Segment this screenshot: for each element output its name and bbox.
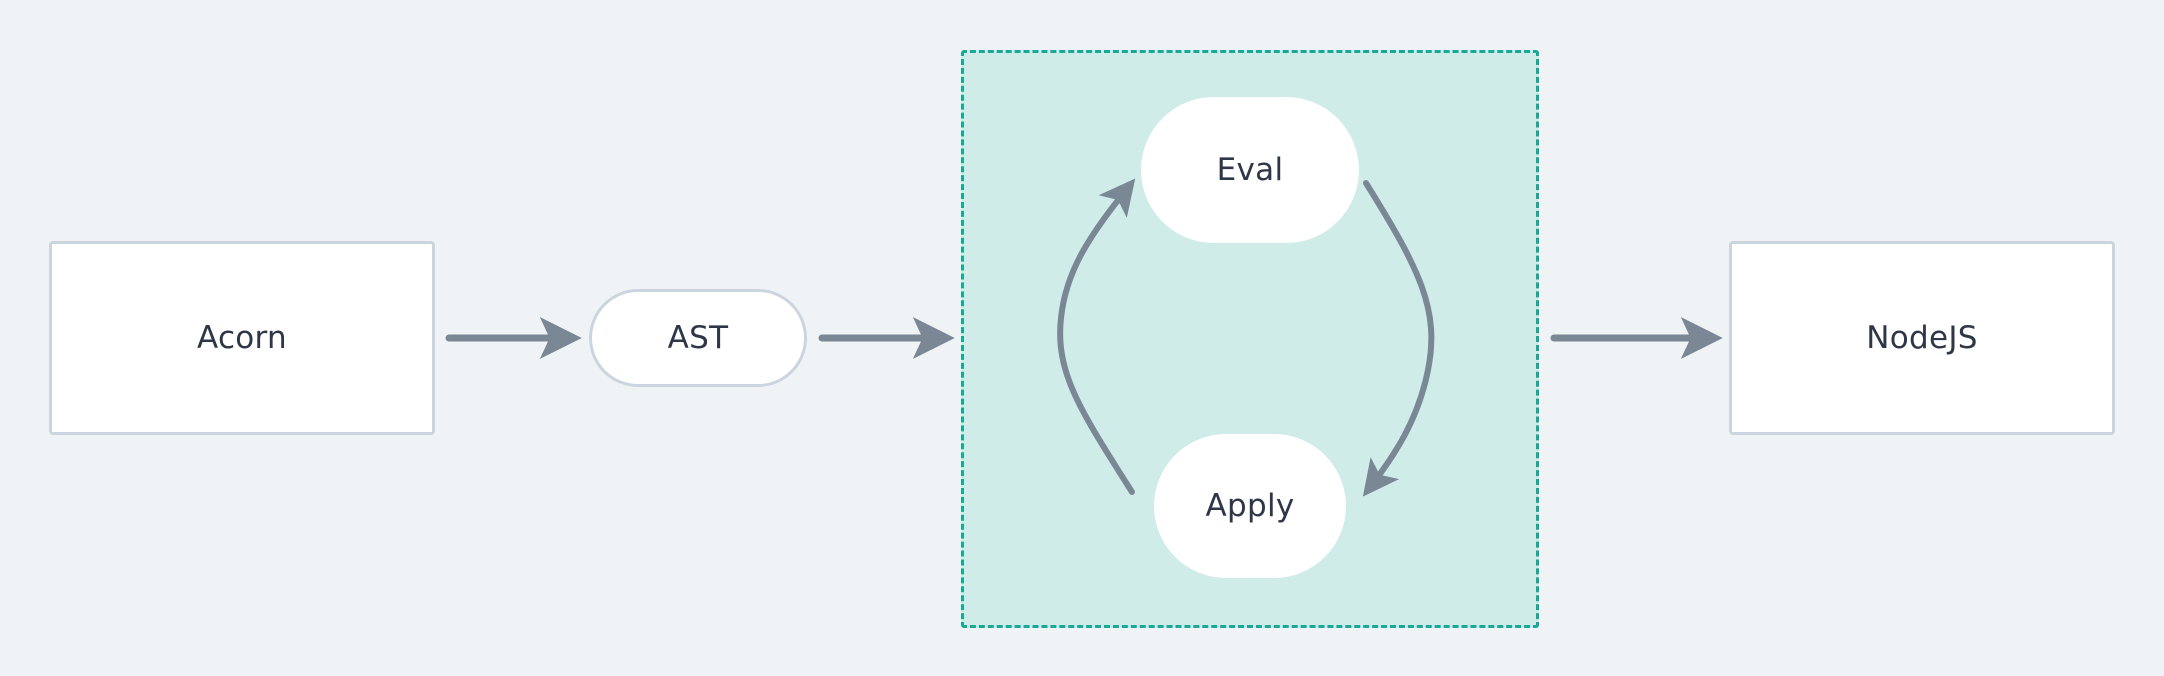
node-eval-label: Eval [1216, 152, 1284, 188]
node-nodejs[interactable]: NodeJS [1729, 241, 2115, 435]
node-ast[interactable]: AST [589, 289, 807, 387]
node-nodejs-label: NodeJS [1866, 320, 1978, 356]
node-ast-label: AST [667, 320, 729, 356]
node-apply-label: Apply [1205, 488, 1295, 524]
node-acorn[interactable]: Acorn [49, 241, 435, 435]
node-eval[interactable]: Eval [1141, 97, 1359, 243]
arrow-eval-to-apply [1362, 180, 1435, 497]
node-apply[interactable]: Apply [1154, 434, 1346, 578]
arrow-apply-to-eval [1057, 178, 1136, 495]
node-acorn-label: Acorn [196, 320, 288, 356]
